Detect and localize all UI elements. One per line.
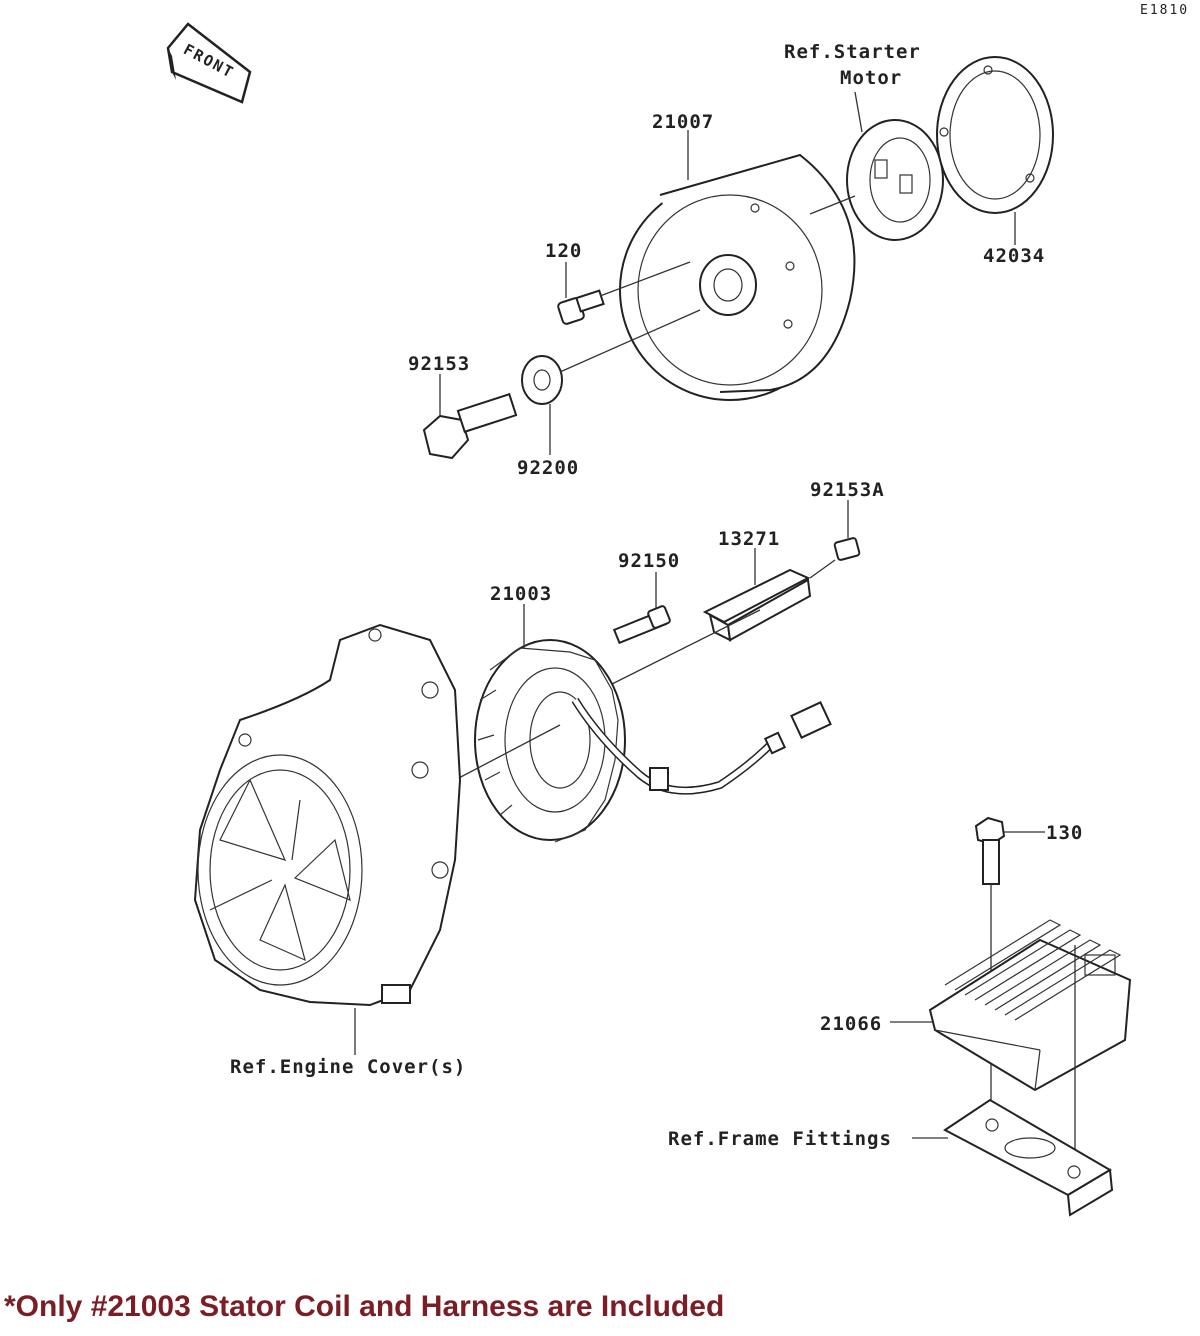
part-label-92153: 92153 <box>408 353 470 375</box>
bolt-130 <box>974 816 1006 885</box>
ref-starter-label: Ref.Starter <box>784 41 921 63</box>
part-label-130: 130 <box>1046 822 1083 844</box>
part-label-92153a: 92153A <box>810 479 885 501</box>
part-label-92150: 92150 <box>618 550 680 572</box>
gear-42034 <box>936 56 1054 214</box>
ref-engine-cover-label: Ref.Engine Cover(s) <box>230 1056 466 1078</box>
rotor-21007 <box>619 153 856 401</box>
frame-fitting-bracket <box>943 1098 1114 1217</box>
plate-13271 <box>702 568 812 642</box>
part-label-13271: 13271 <box>718 528 780 550</box>
stator-harness <box>571 697 832 795</box>
part-label-42034: 42034 <box>983 245 1045 267</box>
part-label-92200: 92200 <box>517 457 579 479</box>
part-label-21003: 21003 <box>490 583 552 605</box>
part-label-21007: 21007 <box>652 111 714 133</box>
bolt-92153 <box>422 392 518 460</box>
front-arrow-icon: FRONT <box>166 22 252 104</box>
screw-92153a <box>833 537 861 561</box>
washer-92200 <box>521 355 563 405</box>
bolt-92150 <box>612 605 671 645</box>
diagram-code: E1810 <box>1140 3 1189 18</box>
inclusion-note: *Only #21003 Stator Coil and Harness are… <box>4 1290 725 1323</box>
bolt-120 <box>557 289 605 325</box>
starter-clutch <box>846 119 944 241</box>
ref-frame-fittings-label: Ref.Frame Fittings <box>668 1128 892 1150</box>
stator-coil-21003 <box>474 639 626 843</box>
regulator-21066 <box>928 919 1132 1092</box>
part-label-21066: 21066 <box>820 1013 882 1035</box>
ref-starter-motor-label: Motor <box>840 67 902 89</box>
part-label-120: 120 <box>545 240 582 262</box>
engine-cover <box>193 623 462 1007</box>
